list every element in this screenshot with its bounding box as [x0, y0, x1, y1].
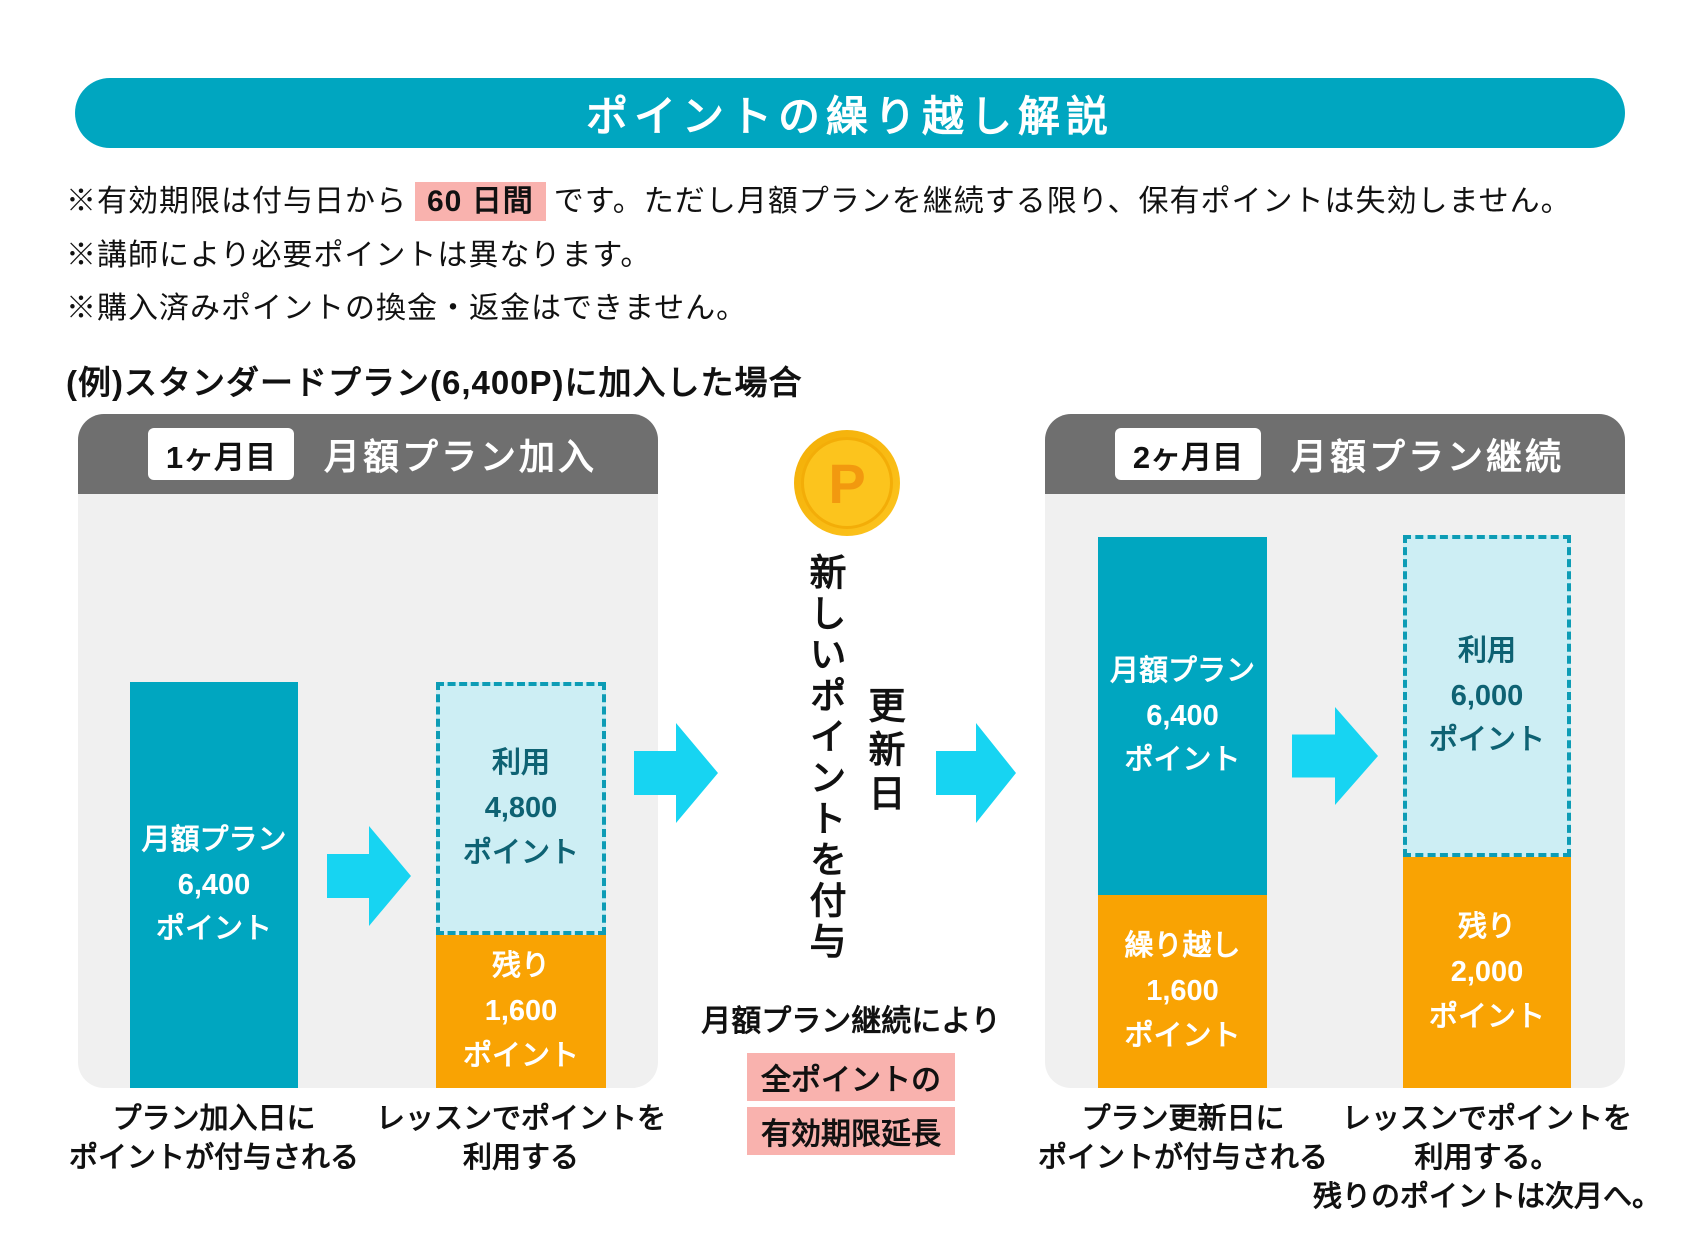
coin-p-letter: P [828, 451, 866, 515]
caption-line: レッスンでポイントを [1341, 1103, 1632, 1135]
note-no-refund: ※購入済みポイントの換金・返金はできません。 [66, 292, 748, 325]
month2-badge: 2ヶ月目 [1115, 428, 1261, 480]
bar-value: 1,600 [1146, 975, 1219, 1008]
note-expiry-highlight: 60 日間 [415, 182, 546, 221]
middle-note-line1: 月額プラン継続により [701, 1005, 1001, 1038]
month1-badge: 1ヶ月目 [148, 428, 294, 480]
bar-unit: ポイント [462, 836, 579, 869]
right-arrow-icon [936, 723, 1016, 823]
middle-note-highlight2: 有効期限延長 [747, 1107, 955, 1155]
month1-panel: 1ヶ月目 月額プラン加入 月額プラン 6,400 ポイント 利用 4,800 ポ… [78, 414, 658, 1088]
note-expiry-post: です。ただし月額プランを継続する限り、保有ポイントは失効しません。 [553, 185, 1572, 218]
bar-unit: ポイント [1428, 724, 1545, 757]
month2-remaining-bar: 残り 2,000 ポイント [1403, 857, 1571, 1088]
month2-grant-caption: プラン更新日に ポイントが付与される [1033, 1100, 1333, 1178]
month1-used-bar: 利用 4,800 ポイント [436, 682, 606, 935]
bar-value: 6,000 [1450, 679, 1524, 712]
bar-label: 繰り越し [1124, 930, 1241, 963]
bar-value: 6,400 [177, 868, 251, 901]
middle-note: 月額プラン継続により 全ポイントの 有効期限延長 [700, 996, 1002, 1158]
bar-unit: ポイント [462, 1039, 579, 1072]
month2-carryover-bar: 繰り越し 1,600 ポイント [1098, 895, 1267, 1088]
bar-label: 残り [1457, 911, 1516, 944]
month2-panel-header: 2ヶ月目 月額プラン継続 [1045, 414, 1625, 494]
renewal-vertical-text-main: 新しいポイントを付与 [804, 553, 845, 963]
caption-line: ポイントが付与される [1037, 1142, 1328, 1175]
caption-line: 利用する [462, 1142, 579, 1175]
month1-grant-caption: プラン加入日に ポイントが付与される [64, 1100, 364, 1178]
month2-used-bar: 利用 6,000 ポイント [1403, 535, 1571, 857]
right-arrow-icon [1292, 707, 1378, 805]
page-title: ポイントの繰り越し解説 [585, 92, 1114, 140]
caption-line: プラン加入日に [112, 1103, 316, 1135]
bar-unit: ポイント [1124, 1019, 1241, 1052]
month1-header-label: 月額プラン加入 [324, 436, 598, 477]
month1-panel-header: 1ヶ月目 月額プラン加入 [78, 414, 658, 494]
coin-face: P [801, 437, 893, 529]
month2-header-label: 月額プラン継続 [1291, 436, 1565, 477]
caption-line: 利用する。 [1414, 1142, 1560, 1175]
point-coin-icon: P [794, 430, 900, 536]
caption-line: ポイントが付与される [68, 1142, 359, 1175]
month1-remaining-bar: 残り 1,600 ポイント [436, 935, 606, 1088]
month2-plan-bar: 月額プラン 6,400 ポイント [1098, 537, 1267, 895]
caption-line: レッスンでポイントを [375, 1103, 666, 1135]
month1-plan-bar: 月額プラン 6,400 ポイント [130, 682, 298, 1088]
caption-line: プラン更新日に [1081, 1103, 1285, 1135]
bar-unit: ポイント [1428, 1000, 1545, 1033]
bar-value: 1,600 [484, 995, 558, 1028]
note-teacher-points: ※講師により必要ポイントは異なります。 [66, 239, 652, 272]
right-arrow-icon [327, 826, 411, 926]
bar-label: 利用 [491, 747, 550, 780]
month1-use-caption: レッスンでポイントを 利用する [371, 1100, 671, 1178]
bar-unit: ポイント [155, 913, 272, 946]
bar-unit: ポイント [1124, 744, 1241, 777]
bar-label: 月額プラン [141, 823, 287, 856]
month2-panel: 2ヶ月目 月額プラン継続 月額プラン 6,400 ポイント 繰り越し 1,600… [1045, 414, 1625, 1088]
bar-value: 6,400 [1146, 699, 1219, 732]
bar-label: 月額プラン [1109, 654, 1255, 687]
note-expiry-pre: ※有効期限は付与日から [66, 185, 407, 218]
bar-value: 2,000 [1450, 956, 1524, 989]
bar-value: 4,800 [484, 792, 558, 825]
renewal-vertical-text-sub: 更新日 [863, 686, 904, 818]
bar-label: 利用 [1457, 634, 1516, 667]
month2-use-caption: レッスンでポイントを 利用する。 残りのポイントは次月へ。 [1307, 1100, 1667, 1217]
example-heading: (例)スタンダードプラン(6,400P)に加入した場合 [66, 364, 803, 401]
middle-note-highlight1: 全ポイントの [747, 1053, 955, 1101]
title-banner: ポイントの繰り越し解説 [75, 78, 1625, 148]
caption-line: 残りのポイントは次月へ。 [1312, 1181, 1661, 1214]
bar-label: 残り [491, 950, 550, 983]
